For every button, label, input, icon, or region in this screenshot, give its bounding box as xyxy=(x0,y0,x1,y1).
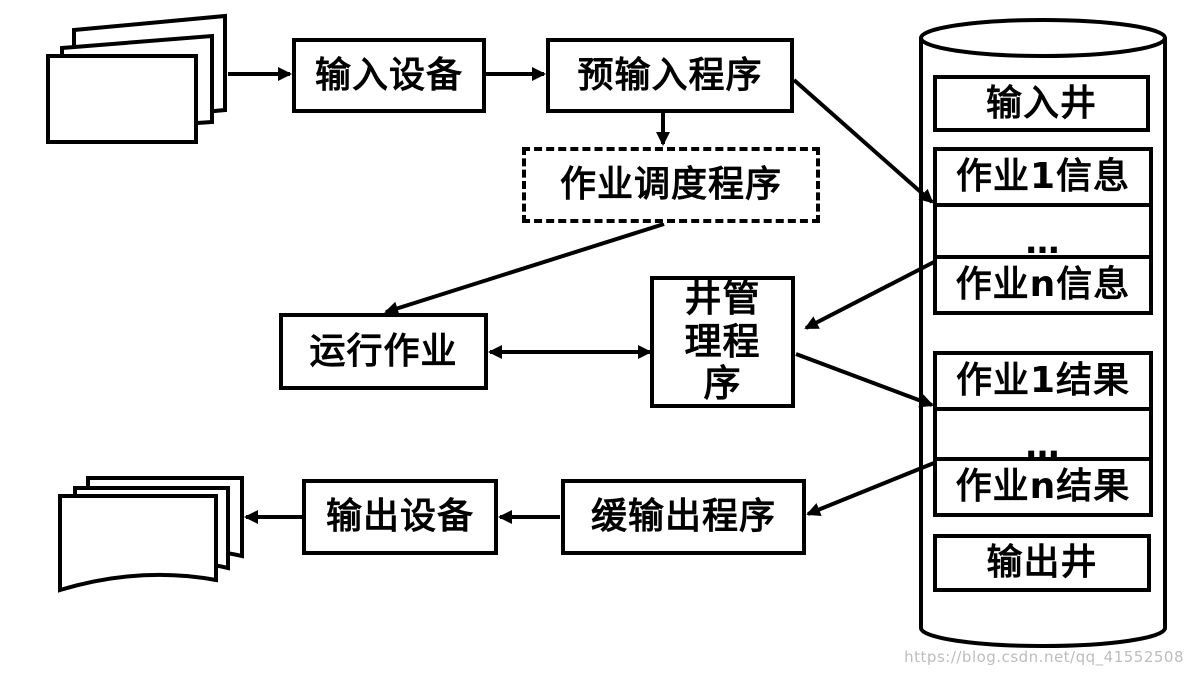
watermark: https://blog.csdn.net/qq_41552508 xyxy=(904,648,1184,666)
job-scheduler-box: 作业调度程序 xyxy=(522,147,820,223)
buffered-output-box: 缓输出程序 xyxy=(561,479,806,555)
arrow-pre-input-to-disk xyxy=(792,78,934,204)
arrow-disk-to-buffered-output xyxy=(806,461,935,516)
jobn-result-label: 作业n结果 xyxy=(937,457,1149,513)
arrow-scheduler-to-running-job xyxy=(384,222,665,316)
input-device-box: 输入设备 xyxy=(292,38,486,113)
job1-result-label: 作业1结果 xyxy=(937,355,1149,411)
arrow-disk-to-spool-manager xyxy=(804,260,935,330)
job-result-list: 作业1结果 … 作业n结果 xyxy=(933,351,1153,517)
info-ellipsis: … xyxy=(1025,222,1061,262)
jobn-info-label: 作业n信息 xyxy=(937,255,1149,311)
job1-info-label: 作业1信息 xyxy=(937,151,1149,207)
job-info-list: 作业1信息 … 作业n信息 xyxy=(933,147,1153,315)
pre-input-program-box: 预输入程序 xyxy=(546,38,794,113)
input-cards-icon xyxy=(46,13,227,144)
arrow-spool-manager-to-disk xyxy=(795,352,934,408)
output-paper-icon xyxy=(58,476,244,593)
running-job-box: 运行作业 xyxy=(279,313,488,390)
spool-manager-box: 井管理程序 xyxy=(650,276,795,408)
input-well-box: 输入井 xyxy=(933,75,1150,132)
output-well-box: 输出井 xyxy=(933,534,1151,592)
output-device-box: 输出设备 xyxy=(302,479,498,555)
